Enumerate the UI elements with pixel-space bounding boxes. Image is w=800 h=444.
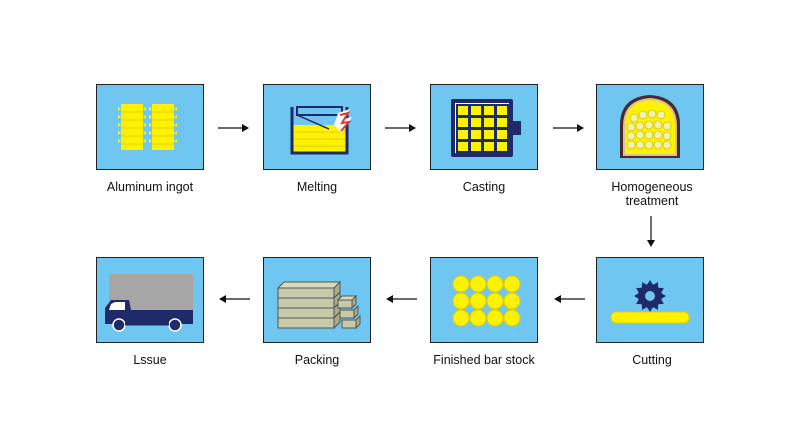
step-finished-bar-stock [430,257,538,343]
flow-arrow-left [554,295,585,303]
step-label-melting: Melting [296,180,338,194]
flow-arrow-right [218,124,249,132]
saw-blade-icon [610,280,690,324]
step-aluminum-ingot [96,84,204,170]
melting-furnace-icon [290,106,352,155]
flow-arrow-left [386,295,417,303]
step-label-cutting: Cutting [632,353,672,367]
step-melting [263,84,371,170]
step-label-packing: Packing [294,353,340,367]
step-label-finished-bar-stock: Finished bar stock [433,353,535,367]
step-label-casting: Casting [462,180,506,194]
flow-arrow-right [553,124,584,132]
casting-mold-icon [451,99,521,157]
flow-arrow-down [647,216,655,247]
step-label-homogeneous-treatment: Homogeneous treatment [611,180,693,208]
aluminum-ingot-icon [118,104,177,150]
step-label-aluminum-ingot: Aluminum ingot [106,180,194,194]
step-homogeneous-treatment [596,84,704,170]
step-casting [430,84,538,170]
delivery-truck-icon [105,274,193,332]
homogenizing-furnace-icon [620,95,680,158]
step-cutting [596,257,704,343]
flow-arrow-right [385,124,416,132]
step-packing [263,257,371,343]
step-label-lssue: Lssue [133,353,167,367]
step-lssue [96,257,204,343]
bar-stock-icon [452,275,521,327]
flow-arrow-left [219,295,250,303]
packed-boxes-icon [276,280,361,330]
